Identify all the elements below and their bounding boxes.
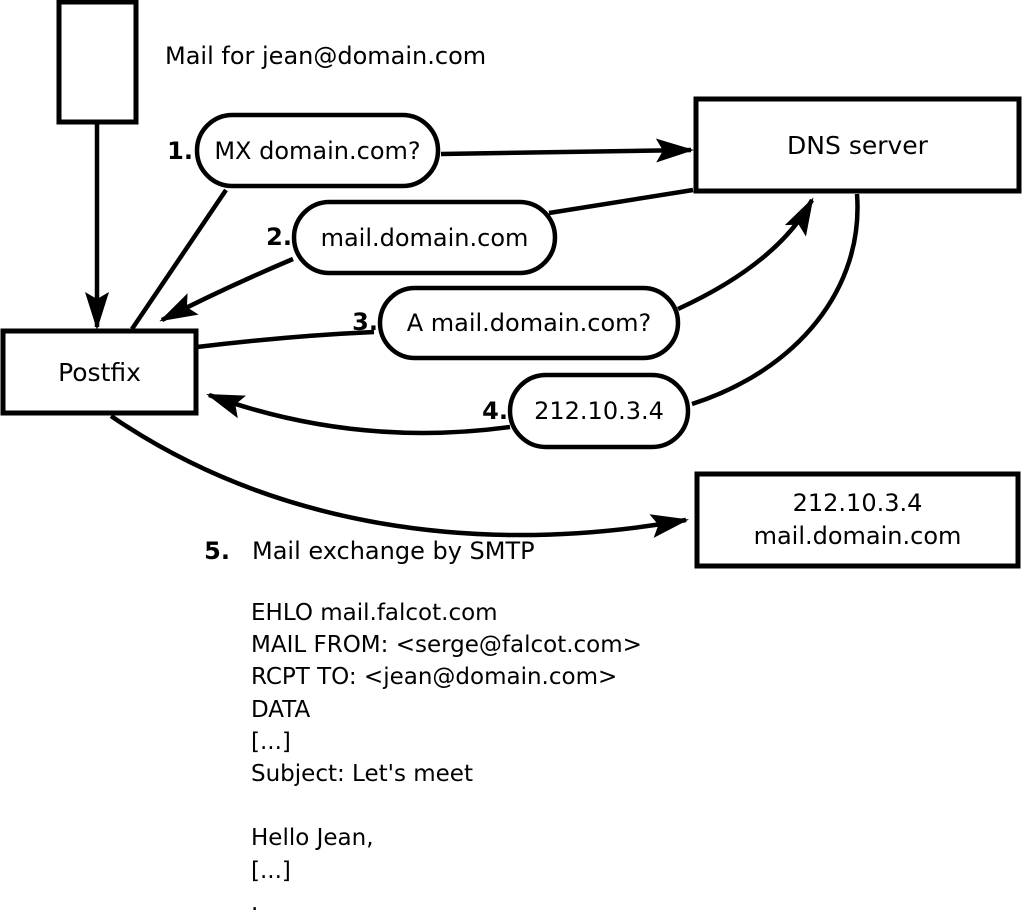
smtp-line: RCPT TO: <jean@domain.com> [251,664,618,691]
dns-server-box [693,96,1022,194]
line-dns-to-response2 [548,187,694,216]
postfix-label: Postfix [58,357,141,387]
smtp-line: [...] [251,728,291,755]
smtp-session-transcript: EHLO mail.falcot.com MAIL FROM: <serge@f… [251,597,642,919]
line-postfix-to-query3 [196,329,375,350]
step-number-3: 3. [352,308,378,336]
smtp-line: [...] [251,857,291,884]
arrow-response2-to-postfix [159,256,294,322]
smtp-line: DATA [251,696,311,723]
query-a-label: A mail.domain.com? [406,309,652,337]
mailserver-hostname: mail.domain.com [753,522,962,550]
pill-query-mx [194,112,441,189]
arrow-response4-to-postfix [206,392,511,436]
step-number-5: 5. [204,537,230,565]
arrow-query1-to-dns [440,138,694,163]
smtp-line: Hello Jean, [251,825,374,852]
arrow-postfix-to-mailserver [109,414,689,538]
mail-note-label: Mail for jean@domain.com [165,42,487,70]
mailserver-label: 212.10.3.4 mail.domain.com [697,474,1018,566]
smtp-exchange-label: Mail exchange by SMTP [252,537,535,565]
answer-a-label: 212.10.3.4 [534,397,664,425]
smtp-line: Subject: Let's meet [251,760,473,787]
line-dns-to-response4 [691,193,860,407]
answer-mx-label: mail.domain.com [320,223,529,252]
smtp-line: MAIL FROM: <serge@falcot.com> [251,632,642,659]
line-postfix-to-query1 [130,188,228,331]
step-number-2: 2. [266,223,292,251]
smtp-line: EHLO mail.falcot.com [251,600,498,626]
mail-message-icon [56,0,139,125]
query-mx-label: MX domain.com? [214,136,421,165]
postfix-box [0,328,199,416]
pill-query-a [377,285,681,361]
smtp-line: . [251,889,259,916]
pill-answer-a [507,372,691,450]
step-number-1: 1. [167,137,193,165]
mailserver-box [694,471,1021,569]
pill-answer-mx [291,199,558,276]
smtp-line [251,790,642,822]
arrow-query3-to-dns [677,197,814,312]
dns-server-label: DNS server [787,130,928,160]
step-number-4: 4. [482,397,508,425]
mailserver-ip: 212.10.3.4 [792,489,923,517]
